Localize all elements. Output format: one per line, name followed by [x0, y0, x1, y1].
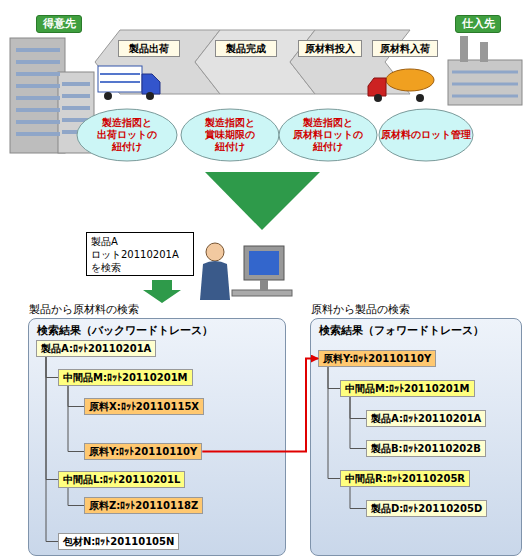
stage-label: 製品出荷 [118, 40, 180, 57]
function-ellipse: 製造指図と 原材料ロットの 紐付け [278, 108, 378, 162]
trace-box: 包材N:ﾛｯﾄ20110105N [58, 533, 179, 550]
monitor-stand [260, 280, 268, 290]
flow-triangle [205, 172, 320, 230]
trace-box: 製品A:ﾛｯﾄ20110201A [36, 340, 156, 357]
node-text: 中間品M:ﾛｯﾄ20110201M [345, 381, 470, 396]
truck-cargo [98, 66, 142, 92]
trace-box: 製品B:ﾛｯﾄ20110202B [366, 440, 486, 457]
chimney [460, 36, 468, 62]
monitor [244, 246, 284, 280]
tanker-wheel [374, 94, 382, 102]
factory [448, 60, 522, 105]
node-text: 製品D:ﾛｯﾄ20110205D [371, 501, 482, 516]
search-box: 製品A ロット20110201A を検索 [86, 232, 194, 276]
node-text: 製品A:ﾛｯﾄ20110201A [41, 341, 151, 356]
tanker-wheel [416, 94, 424, 102]
person-head [206, 243, 224, 261]
monitor-screen [249, 251, 279, 275]
node-text: 原材料入荷 [373, 41, 437, 56]
panel-title: 原料から製品の検索 [311, 302, 410, 317]
node-text: 製造指図と 出荷ロットの 紐付け [76, 117, 178, 153]
ellipse-shape [181, 109, 279, 161]
function-ellipse: 原材料のロット管理 [378, 108, 474, 162]
node-text: 製品B:ﾛｯﾄ20110202B [371, 441, 481, 456]
node-text: 製品出荷 [119, 41, 179, 56]
trace-box: 製品D:ﾛｯﾄ20110205D [366, 500, 487, 517]
trace-box: 原料X:ﾛｯﾄ20110115X [84, 398, 204, 415]
node-text: 原材料のロット管理 [377, 129, 475, 141]
tanker-cab [368, 78, 386, 96]
ellipse-shape [77, 109, 177, 161]
node-text: 得意先 [37, 16, 81, 32]
trace-box: 原料Z:ﾛｯﾄ20110118Z [84, 497, 203, 514]
trace-box: 中間品L:ﾛｯﾄ20110201L [58, 471, 185, 488]
node-text: 包材N:ﾛｯﾄ20110105N [63, 534, 174, 549]
trace-box: 原料Y:ﾛｯﾄ20110110Y [84, 443, 202, 460]
stage-label: 製品完成 [215, 40, 277, 57]
tanker-tank [386, 69, 434, 91]
node-text: 中間品L:ﾛｯﾄ20110201L [63, 472, 180, 487]
panel-title: 製品から原材料の検索 [29, 302, 139, 317]
truck-wheel [146, 92, 154, 100]
node-text: 原料X:ﾛｯﾄ20110115X [89, 399, 199, 414]
person-body [200, 261, 230, 300]
trace-box: 中間品R:ﾛｯﾄ20110205R [340, 470, 470, 487]
node-text: 原料Y:ﾛｯﾄ20110110Y [89, 444, 197, 459]
node-text: 中間品M:ﾛｯﾄ20110201M [63, 370, 188, 385]
trace-box: 中間品M:ﾛｯﾄ20110201M [340, 380, 475, 397]
truck-wheel [104, 92, 112, 100]
trace-box: 中間品M:ﾛｯﾄ20110201M [58, 369, 193, 386]
building-windows [16, 50, 90, 134]
stage-label: 原材料投入 [298, 40, 362, 57]
stage-label: 原材料入荷 [372, 40, 438, 57]
node-text: 製品A:ﾛｯﾄ20110201A [371, 411, 481, 426]
panel-heading: 検索結果（フォワードトレース） [319, 323, 484, 338]
chimney [480, 42, 488, 62]
function-ellipse: 製造指図と 賞味期限の 紐付け [180, 108, 280, 162]
node-text: 製造指図と 賞味期限の 紐付け [180, 117, 280, 153]
node-text: 製品A ロット20110201A を検索 [91, 235, 189, 274]
trace-box: 製品A:ﾛｯﾄ20110201A [366, 410, 486, 427]
node-text: 製造指図と 原材料ロットの 紐付け [278, 117, 378, 153]
ellipse-shape [279, 109, 377, 161]
result-panel: 原料から製品の検索検索結果（フォワードトレース）原料Y:ﾛｯﾄ20110110Y… [310, 318, 522, 556]
node-text: 中間品R:ﾛｯﾄ20110205R [345, 471, 465, 486]
node-text: 仕入先 [456, 16, 500, 32]
place-tag: 得意先 [36, 15, 82, 33]
result-panel: 製品から原材料の検索検索結果（バックワードトレース）製品A:ﾛｯﾄ2011020… [28, 318, 286, 556]
trace-box: 原料Y:ﾛｯﾄ20110110Y [318, 350, 436, 367]
function-ellipse: 製造指図と 出荷ロットの 紐付け [76, 108, 178, 162]
node-text: 製品完成 [216, 41, 276, 56]
factory-windows [452, 72, 518, 96]
node-text: 原材料投入 [299, 41, 361, 56]
place-tag: 仕入先 [455, 15, 501, 33]
node-text: 原料Y:ﾛｯﾄ20110110Y [323, 351, 431, 366]
panel-heading: 検索結果（バックワードトレース） [37, 323, 213, 338]
truck-cab [142, 74, 160, 94]
node-text: 原料Z:ﾛｯﾄ20110118Z [89, 498, 198, 513]
truck-stripes [100, 74, 140, 82]
desk [232, 290, 292, 296]
flow-arrow [143, 280, 181, 303]
